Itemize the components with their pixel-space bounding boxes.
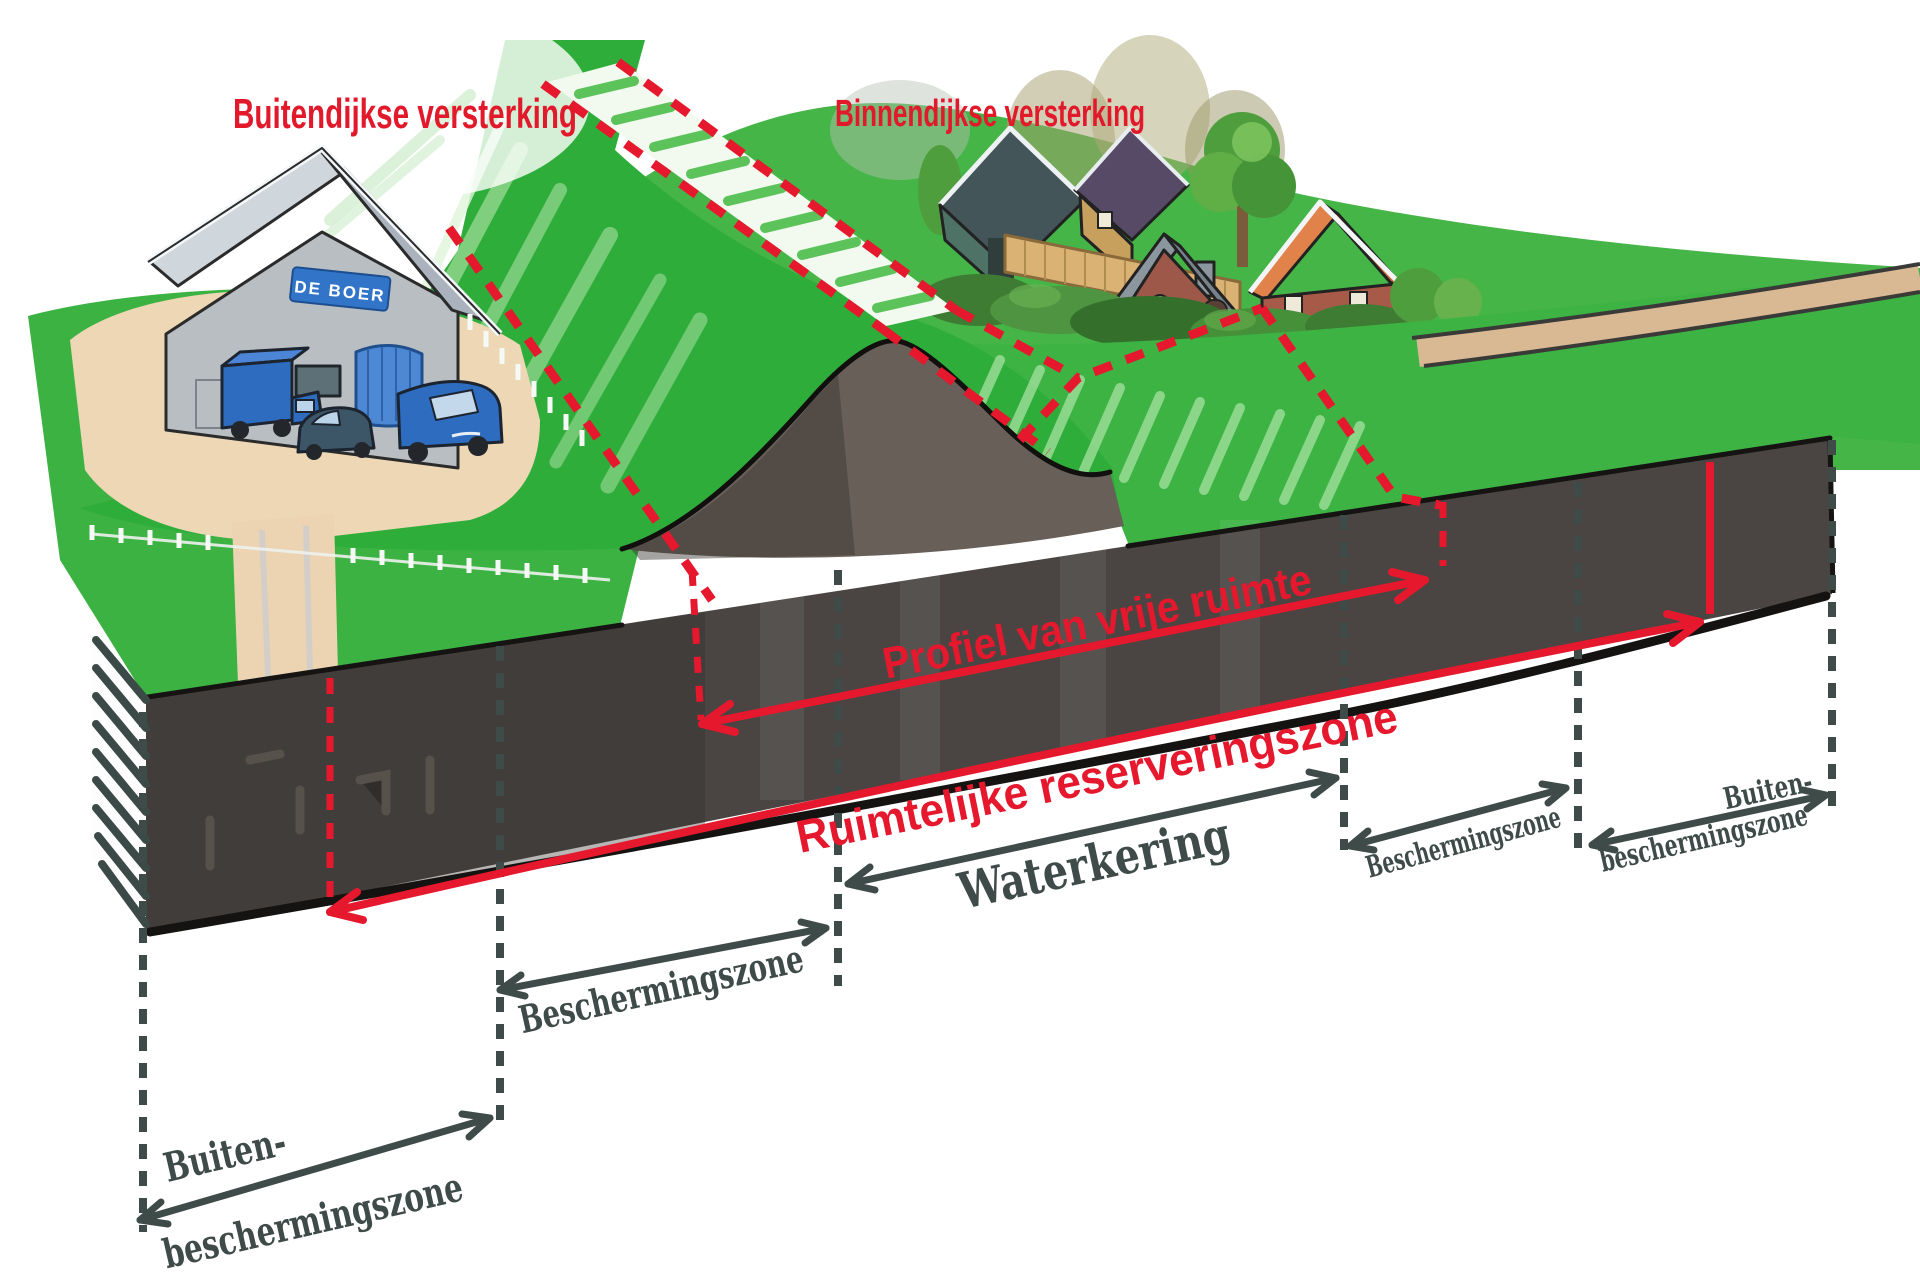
tire-marks	[259, 525, 313, 677]
van	[396, 380, 504, 462]
reserveringszone-arrow	[326, 610, 1704, 924]
inner-profile-line	[953, 306, 1081, 382]
label-buitendijkse-versterking: Buitendijkse versterking	[233, 90, 577, 137]
warehouse-sign: DE BOER	[289, 266, 392, 312]
profiel-arrow	[698, 568, 1429, 736]
waterkering-arrow	[844, 768, 1340, 894]
arrowhead	[1388, 568, 1429, 604]
tree	[1190, 112, 1296, 267]
label-binnendijkse-versterking: Binnendijkse versterking	[835, 93, 1145, 135]
soil-smudges	[205, 749, 435, 871]
car	[296, 406, 376, 460]
outer-profile-line	[445, 225, 716, 603]
left-cut-hatching	[92, 636, 150, 935]
arrowhead	[326, 888, 367, 924]
beschermingszone-left-arrow	[496, 918, 830, 1000]
beschermingszone-right-arrow	[1346, 780, 1570, 854]
back-road	[1411, 262, 1920, 368]
inner-profile-cross-line	[1016, 303, 1264, 444]
crest-road	[548, 62, 956, 326]
label-beschermingszone-left: Beschermingszone	[515, 935, 808, 1042]
red-boundary-lines	[326, 462, 1714, 900]
buiten-beschermingszone-left-arrow	[136, 1110, 494, 1228]
field-fence	[89, 314, 611, 583]
arrowhead	[1663, 610, 1704, 647]
white-wash	[210, 0, 590, 200]
driveway	[232, 514, 338, 684]
reinforcement-profiles	[445, 58, 1441, 603]
arrowhead	[698, 700, 739, 736]
buiten-beschermingszone-right-arrow	[1588, 786, 1830, 854]
box-truck	[220, 346, 324, 439]
vehicles	[220, 346, 504, 462]
red-dashed-boundary	[688, 569, 705, 721]
inner-profile-descent-line	[1258, 305, 1441, 510]
side-fence	[467, 314, 585, 446]
zone-arrows	[136, 768, 1830, 1228]
crest-profile-right-line	[615, 58, 959, 314]
label-buiten-beschermingszone-right-line2: beschermingszone	[1597, 798, 1811, 880]
small-trees-right	[1390, 268, 1482, 326]
crest-profile-left-line	[540, 80, 887, 334]
inner-profile-line	[881, 326, 1051, 456]
road-stripes	[574, 76, 935, 313]
dark-boundary-lines	[139, 440, 1836, 1232]
